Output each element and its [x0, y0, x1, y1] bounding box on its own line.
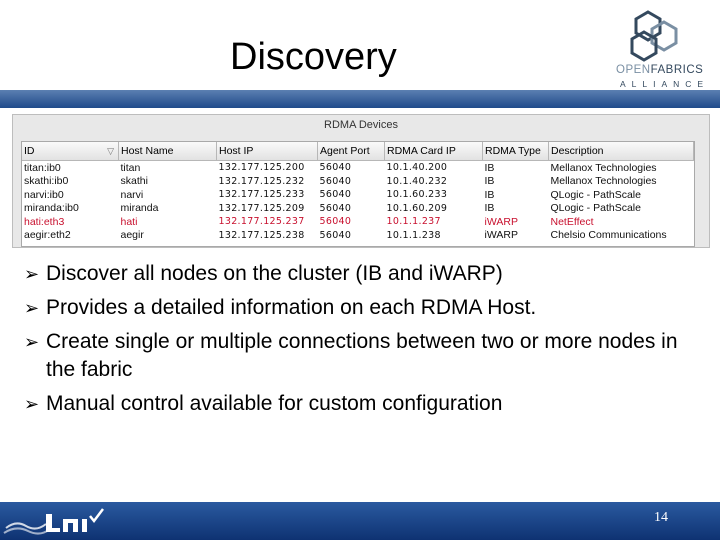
- table-row[interactable]: titan:ib0 titan 132.177.125.200 56040 10.1.4…: [22, 161, 694, 175]
- column-header-rdma-type[interactable]: RDMA Type: [482, 142, 549, 161]
- cell-description: Mellanox Technologies: [550, 175, 657, 188]
- cell-rdma-card-ip: 10.1.40.232: [386, 175, 448, 187]
- table-row[interactable]: narvi:ib0 narvi 132.177.125.233 56040 10.1.6…: [22, 188, 694, 202]
- rdma-devices-panel: RDMA Devices ID▽ Host Name Host IP Agent…: [12, 114, 710, 248]
- page-number: 14: [654, 510, 668, 525]
- bullet-item: ➢Provides a detailed information on each…: [24, 294, 694, 322]
- table-row[interactable]: hati:eth3 hati 132.177.125.237 56040 10.1.1.…: [22, 215, 694, 229]
- column-header-rdma-card-ip[interactable]: RDMA Card IP: [384, 142, 483, 161]
- lni-logo-icon: [3, 508, 104, 535]
- devices-table-container: ID▽ Host Name Host IP Agent Port RDMA Ca…: [21, 141, 695, 247]
- cell-agent-port: 56040: [319, 229, 352, 241]
- cell-agent-port: 56040: [319, 175, 352, 187]
- arrow-bullet-icon: ➢: [24, 394, 40, 414]
- devices-table: ID▽ Host Name Host IP Agent Port RDMA Ca…: [22, 142, 694, 242]
- cell-host-ip: 132.177.125.232: [218, 175, 305, 187]
- openfabrics-logo: OPENFABRICS ALLIANCE: [612, 8, 704, 90]
- logo-subtext: ALLIANCE: [620, 79, 710, 89]
- table-header-row: ID▽ Host Name Host IP Agent Port RDMA Ca…: [22, 142, 694, 161]
- cell-host-name: aegir: [120, 229, 144, 242]
- cell-rdma-card-ip: 10.1.60.233: [386, 189, 448, 201]
- cell-host-name: hati: [120, 215, 138, 228]
- bullet-list: ➢Discover all nodes on the cluster (IB a…: [24, 260, 694, 424]
- cell-rdma-type: iWARP: [484, 229, 518, 242]
- cell-description: Mellanox Technologies: [550, 161, 657, 174]
- cell-host-ip: 132.177.125.237: [218, 216, 305, 228]
- cell-description: QLogic - PathScale: [550, 202, 641, 215]
- arrow-bullet-icon: ➢: [24, 332, 40, 352]
- header-bar: [0, 90, 720, 108]
- slide-title: Discovery: [230, 36, 397, 78]
- column-header-description[interactable]: Description: [548, 142, 694, 161]
- hexagon-logo-icon: [630, 10, 678, 62]
- cell-id: skathi:ib0: [24, 175, 69, 188]
- cell-host-name: narvi: [120, 188, 144, 201]
- cell-host-ip: 132.177.125.200: [218, 162, 305, 174]
- cell-id: narvi:ib0: [24, 188, 64, 201]
- cell-description: Chelsio Communications: [550, 229, 667, 242]
- cell-host-name: titan: [120, 161, 141, 174]
- cell-host-ip: 132.177.125.233: [218, 189, 305, 201]
- cell-agent-port: 56040: [319, 202, 352, 214]
- cell-host-ip: 132.177.125.209: [218, 202, 305, 214]
- cell-host-name: skathi: [120, 175, 148, 188]
- arrow-bullet-icon: ➢: [24, 264, 40, 284]
- cell-description: NetEffect: [550, 215, 594, 228]
- cell-rdma-type: IB: [484, 161, 495, 174]
- cell-agent-port: 56040: [319, 189, 352, 201]
- cell-id: hati:eth3: [24, 215, 65, 228]
- cell-agent-port: 56040: [319, 216, 352, 228]
- column-header-agent-port[interactable]: Agent Port: [317, 142, 385, 161]
- cell-rdma-type: iWARP: [484, 215, 518, 228]
- cell-rdma-card-ip: 10.1.1.238: [386, 229, 441, 241]
- column-header-host-name[interactable]: Host Name: [118, 142, 217, 161]
- table-row[interactable]: aegir:eth2 aegir 132.177.125.238 56040 10.1.…: [22, 229, 694, 243]
- cell-agent-port: 56040: [319, 162, 352, 174]
- cell-rdma-card-ip: 10.1.60.209: [386, 202, 448, 214]
- sort-descending-icon[interactable]: ▽: [107, 146, 114, 156]
- cell-rdma-type: IB: [484, 188, 495, 201]
- bullet-item: ➢Create single or multiple connections b…: [24, 328, 694, 384]
- cell-rdma-type: IB: [484, 202, 495, 215]
- logo-text: OPENFABRICS: [616, 64, 704, 76]
- cell-id: titan:ib0: [24, 161, 61, 174]
- cell-rdma-card-ip: 10.1.1.237: [386, 216, 441, 228]
- cell-host-ip: 132.177.125.238: [218, 229, 305, 241]
- table-row[interactable]: miranda:ib0 miranda 132.177.125.209 56040 10…: [22, 202, 694, 216]
- cell-rdma-type: IB: [484, 175, 495, 188]
- panel-title: RDMA Devices: [324, 119, 398, 131]
- cell-host-name: miranda: [120, 202, 159, 215]
- bullet-item: ➢Manual control available for custom con…: [24, 390, 694, 418]
- cell-description: QLogic - PathScale: [550, 188, 641, 201]
- table-row[interactable]: skathi:ib0 skathi 132.177.125.232 56040 10.1…: [22, 175, 694, 189]
- column-header-id[interactable]: ID▽: [22, 142, 119, 161]
- cell-id: aegir:eth2: [24, 229, 71, 242]
- cell-id: miranda:ib0: [24, 202, 79, 215]
- footer-bar: 14: [0, 502, 720, 540]
- cell-rdma-card-ip: 10.1.40.200: [386, 162, 448, 174]
- arrow-bullet-icon: ➢: [24, 298, 40, 318]
- bullet-item: ➢Discover all nodes on the cluster (IB a…: [24, 260, 694, 288]
- column-header-host-ip[interactable]: Host IP: [216, 142, 318, 161]
